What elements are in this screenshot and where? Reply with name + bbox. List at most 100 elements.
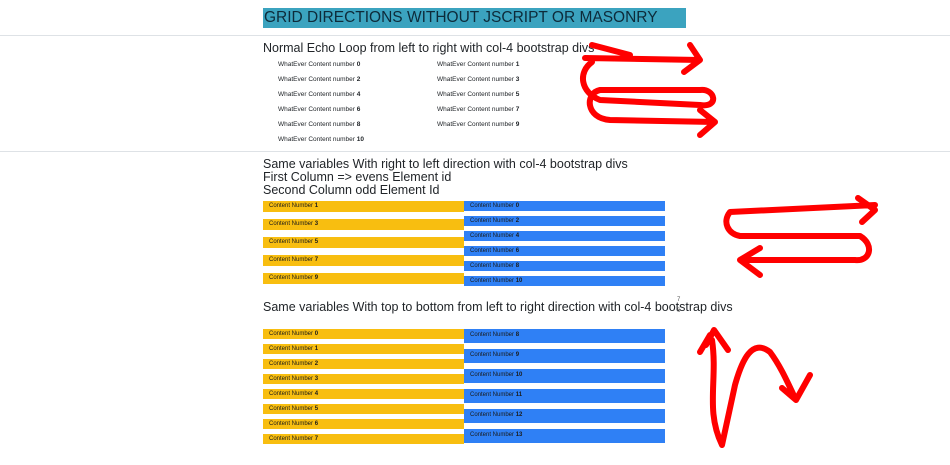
yellow-cell: Content Number 9 [263, 273, 464, 284]
item-prefix: Content Number [269, 239, 315, 245]
yellow-cell: Content Number 0 [263, 329, 464, 339]
section2-line-odds: Second Column odd Element Id [263, 183, 440, 197]
item-number: 8 [515, 263, 520, 269]
list-item: WhatEver Content number 6 [278, 106, 360, 113]
blue-cell: Content Number 6 [464, 246, 665, 256]
item-number: 7 [515, 106, 520, 113]
blue-cell: Content Number 12 [464, 409, 665, 423]
section2-heading: Same variables With right to left direct… [263, 157, 628, 171]
item-number: 1 [314, 203, 319, 209]
item-prefix: Content Number [470, 372, 516, 378]
blue-cell: Content Number 8 [464, 329, 665, 343]
blue-cell: Content Number 10 [464, 369, 665, 383]
item-prefix: WhatEver Content number [278, 91, 357, 98]
item-prefix: Content Number [269, 361, 315, 367]
yellow-cell: Content Number 2 [263, 359, 464, 369]
item-number: 3 [314, 376, 319, 382]
yellow-cell: Content Number 5 [263, 237, 464, 248]
item-number: 9 [515, 121, 520, 128]
item-number: 2 [515, 218, 520, 224]
blue-cell: Content Number 2 [464, 216, 665, 226]
item-prefix: WhatEver Content number [278, 136, 357, 143]
item-number: 0 [314, 331, 319, 337]
item-prefix: Content Number [470, 352, 516, 358]
blue-cell: Content Number 8 [464, 261, 665, 271]
item-prefix: Content Number [470, 432, 516, 438]
blue-cell: Content Number 9 [464, 349, 665, 363]
yellow-cell: Content Number 1 [263, 201, 464, 212]
item-prefix: Content Number [470, 392, 516, 398]
item-number: 3 [314, 221, 319, 227]
item-prefix: Content Number [269, 436, 315, 442]
item-number: 1 [515, 61, 520, 68]
item-prefix: Content Number [269, 331, 315, 337]
item-prefix: Content Number [269, 406, 315, 412]
item-prefix: WhatEver Content number [278, 76, 357, 83]
yellow-cell: Content Number 6 [263, 419, 464, 429]
list-item: WhatEver Content number 4 [278, 91, 360, 98]
list-item: WhatEver Content number 8 [278, 121, 360, 128]
item-prefix: Content Number [269, 346, 315, 352]
item-prefix: WhatEver Content number [437, 106, 516, 113]
item-number: 6 [356, 106, 361, 113]
yellow-cell: Content Number 7 [263, 434, 464, 444]
blue-cell: Content Number 13 [464, 429, 665, 443]
list-item: WhatEver Content number 9 [437, 121, 519, 128]
blue-cell: Content Number 0 [464, 201, 665, 211]
divider [0, 35, 950, 36]
item-number: 5 [314, 239, 319, 245]
item-prefix: Content Number [470, 248, 516, 254]
item-prefix: Content Number [269, 391, 315, 397]
item-number: 0 [515, 203, 520, 209]
item-prefix: Content Number [269, 257, 315, 263]
yellow-cell: Content Number 5 [263, 404, 464, 414]
item-number: 0 [356, 61, 361, 68]
yellow-cell: Content Number 3 [263, 219, 464, 230]
item-prefix: WhatEver Content number [437, 61, 516, 68]
item-number: 6 [314, 421, 319, 427]
yellow-cell: Content Number 1 [263, 344, 464, 354]
item-number: 4 [314, 391, 319, 397]
item-number: 6 [515, 248, 520, 254]
list-item: WhatEver Content number 0 [278, 61, 360, 68]
item-prefix: Content Number [470, 203, 516, 209]
item-number: 3 [515, 76, 520, 83]
item-number: 13 [515, 432, 523, 438]
item-prefix: Content Number [470, 233, 516, 239]
item-prefix: Content Number [269, 421, 315, 427]
item-prefix: WhatEver Content number [437, 76, 516, 83]
blue-cell: Content Number 4 [464, 231, 665, 241]
item-prefix: Content Number [470, 278, 516, 284]
item-number: 4 [515, 233, 520, 239]
list-item: WhatEver Content number 2 [278, 76, 360, 83]
item-number: 5 [515, 91, 520, 98]
yellow-cell: Content Number 4 [263, 389, 464, 399]
superscript-number: 7 [677, 297, 681, 303]
item-prefix: WhatEver Content number [278, 121, 357, 128]
item-prefix: WhatEver Content number [278, 106, 357, 113]
item-number: 7 [314, 257, 319, 263]
item-number: 10 [356, 136, 364, 143]
item-prefix: Content Number [470, 263, 516, 269]
list-item: WhatEver Content number 5 [437, 91, 519, 98]
blue-cell: Content Number 10 [464, 276, 665, 286]
item-number: 7 [314, 436, 319, 442]
arrow-down-up-icon [697, 327, 813, 448]
item-number: 9 [515, 352, 520, 358]
item-number: 8 [356, 121, 361, 128]
item-prefix: Content Number [269, 221, 315, 227]
arrow-loop-right-icon [580, 42, 718, 138]
item-prefix: Content Number [470, 332, 516, 338]
item-number: 9 [314, 275, 319, 281]
item-number: 8 [515, 332, 520, 338]
item-number: 11 [515, 392, 523, 398]
item-prefix: WhatEver Content number [437, 121, 516, 128]
divider [0, 151, 950, 152]
section1-heading: Normal Echo Loop from left to right with… [263, 41, 595, 55]
item-prefix: WhatEver Content number [437, 91, 516, 98]
page-banner-title: GRID DIRECTIONS WITHOUT JSCRIPT OR MASON… [263, 8, 686, 28]
item-prefix: Content Number [470, 412, 516, 418]
yellow-cell: Content Number 3 [263, 374, 464, 384]
item-prefix: Content Number [269, 203, 315, 209]
item-prefix: Content Number [269, 275, 315, 281]
